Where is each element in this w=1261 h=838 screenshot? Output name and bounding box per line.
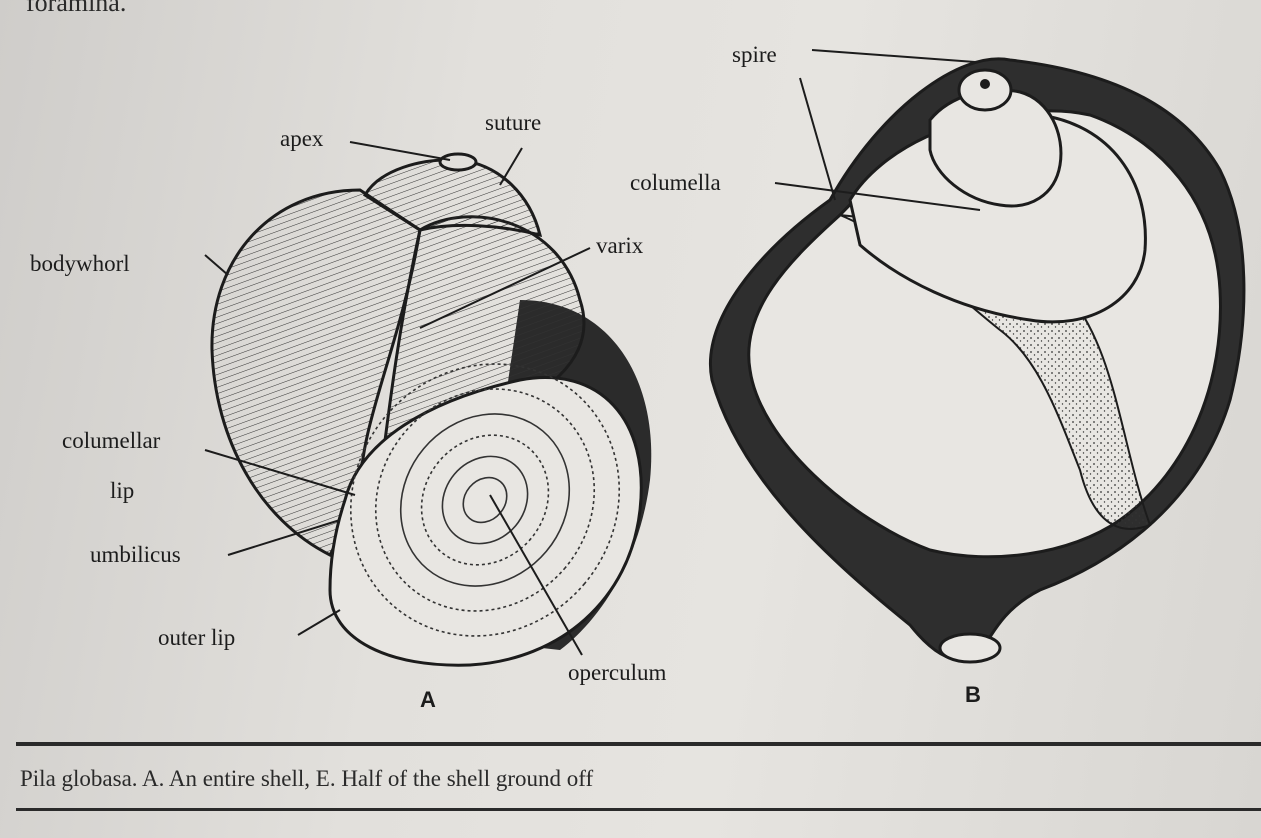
label-operculum: operculum — [568, 660, 666, 685]
label-umbilicus: umbilicus — [90, 542, 181, 567]
shell-b-spire-apex — [980, 79, 990, 89]
label-columellar: columellar — [62, 428, 161, 453]
label-varix: varix — [596, 233, 644, 258]
label-columella: columella — [630, 170, 721, 195]
shell-b-section — [710, 59, 1243, 662]
panel-letter-a: A — [420, 687, 436, 712]
label-apex: apex — [280, 126, 324, 151]
label-columellar-lip: lip — [110, 478, 134, 503]
label-suture: suture — [485, 110, 541, 135]
panel-letter-b: B — [965, 682, 981, 707]
shell-a-apex — [440, 154, 476, 170]
shell-b-spire-tip — [959, 70, 1011, 110]
caption-rule-bottom — [16, 808, 1261, 811]
pila-shell-diagram: apex suture bodywhorl varix columellar l… — [0, 0, 1261, 740]
caption-rule-top — [16, 742, 1261, 746]
label-spire: spire — [732, 42, 777, 67]
figure-caption: Pila globasa. A. An entire shell, E. Hal… — [20, 766, 593, 792]
label-outer-lip: outer lip — [158, 625, 235, 650]
label-bodywhorl: bodywhorl — [30, 251, 130, 276]
shell-b-aperture-lip — [940, 634, 1000, 662]
